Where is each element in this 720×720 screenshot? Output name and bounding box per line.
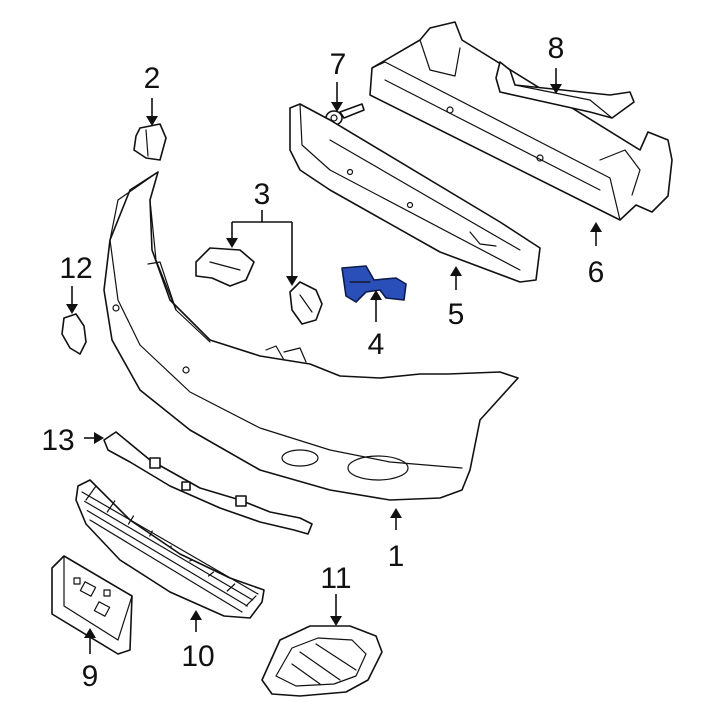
part-13-retainer-strip <box>103 431 313 535</box>
callout-3: 3 <box>254 178 271 211</box>
callout-13: 13 <box>41 424 74 457</box>
part-7-bolt <box>325 103 365 126</box>
part-11-fog-bezel <box>261 625 383 697</box>
grille-mesh-line <box>81 491 259 595</box>
part-4-highlighted-bracket <box>341 265 407 303</box>
grille-mesh-line <box>84 500 254 601</box>
callout-10: 10 <box>181 640 214 673</box>
part-9-plate-bracket <box>51 555 133 655</box>
callout-12: 12 <box>59 252 92 285</box>
callout-7: 7 <box>330 48 347 81</box>
part-3-bracket-left <box>195 247 255 287</box>
callout-9: 9 <box>82 660 99 693</box>
grille-mesh-line <box>245 595 257 607</box>
callout-6: 6 <box>588 256 605 289</box>
grille-mesh-line <box>85 485 97 501</box>
part-3-bracket-right <box>289 281 323 325</box>
callout-4: 4 <box>368 328 385 361</box>
grille-mesh-line <box>106 500 116 513</box>
callout-2: 2 <box>144 62 161 95</box>
grille-mesh-line <box>189 559 193 562</box>
part-1-bumper-cover <box>103 171 519 501</box>
part-10-grille <box>75 479 265 619</box>
part-6-reinforcement-bar <box>369 21 673 221</box>
part-5-energy-absorber <box>289 103 541 283</box>
callout-labels: 2 3 4 5 6 7 8 12 13 1 10 9 11 <box>41 32 604 693</box>
part-8-bracket <box>495 61 635 119</box>
grille-mesh-line <box>207 571 215 577</box>
callout-11: 11 <box>320 562 351 595</box>
part-2-bracket <box>133 123 167 161</box>
leader-lines <box>66 68 602 654</box>
callout-5: 5 <box>448 298 465 331</box>
part-12-tow-cover <box>61 313 87 355</box>
grille-mesh-line <box>89 519 243 613</box>
callout-8: 8 <box>548 32 565 65</box>
grille-mesh-line <box>86 510 248 607</box>
callout-1: 1 <box>388 540 405 573</box>
